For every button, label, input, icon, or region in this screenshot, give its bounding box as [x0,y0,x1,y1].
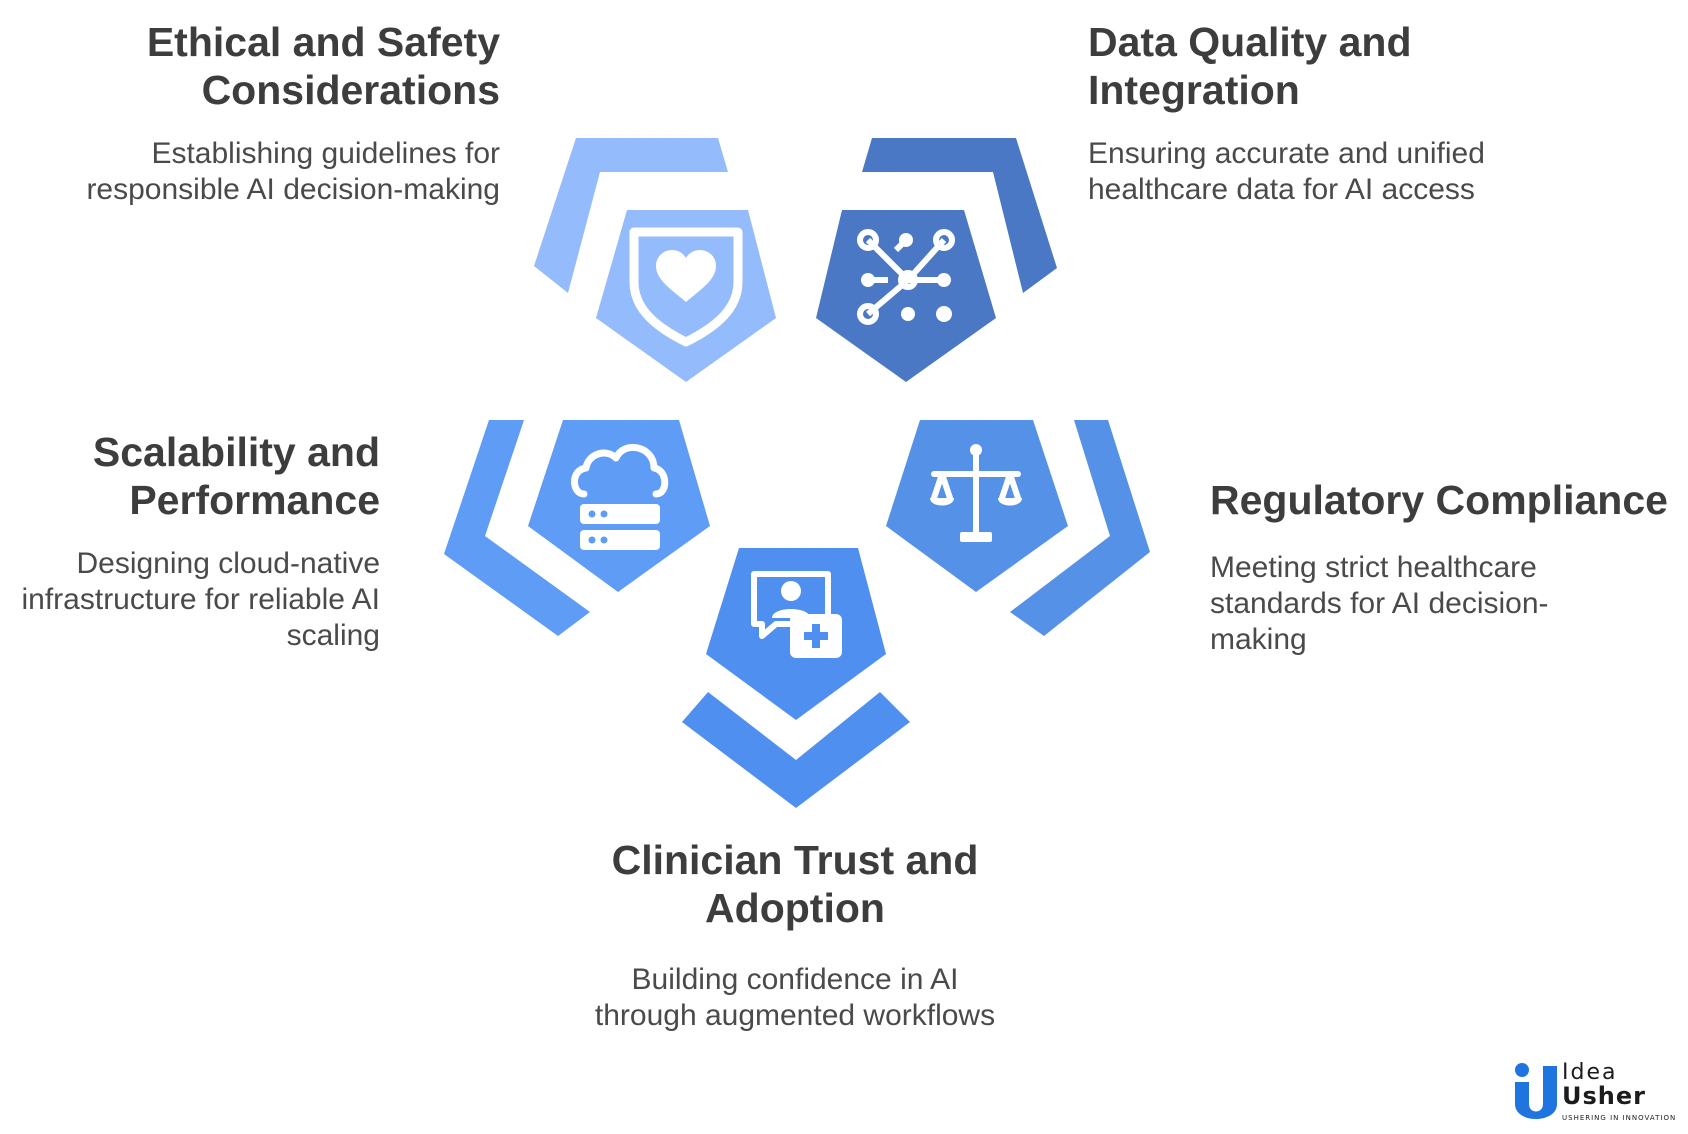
clinician-desc-line1: Building confidence in AI [631,963,959,996]
clinician-desc-line2: through augmented workflows [594,999,996,1032]
clinician-title-line2: Adoption [705,885,885,931]
data-title-line1: Data Quality and [1088,19,1412,65]
regulatory-title: Regulatory Compliance [1210,476,1670,524]
scalability-title-line2: Performance [129,477,380,523]
scalability-description: Designing cloud-native infrastructure fo… [10,546,381,654]
data-pentagon-group [816,138,1057,382]
clinician-description: Building confidence in AI through augmen… [560,962,1030,1034]
logo-line1: Idea [1562,1060,1618,1085]
scalability-pentagon-group [444,420,710,636]
clinician-outer-chevron [682,692,910,808]
clinician-title-line1: Clinician Trust and [611,837,979,883]
data-label: Data Quality and Integration Ensuring ac… [1088,18,1548,208]
clinician-label: Clinician Trust and Adoption Building co… [560,836,1030,1034]
scales-icon [930,444,1022,542]
shield-heart-icon [629,227,743,347]
ethical-label: Ethical and Safety Considerations Establ… [60,18,500,208]
ethical-desc-line2: responsible AI decision-making [86,173,500,206]
regulatory-outer-chevron [1010,420,1150,636]
scalability-desc-line3: scaling [286,619,380,652]
ethical-description: Establishing guidelines for responsible … [60,136,500,208]
cloud-server-icon [571,444,669,550]
network-nodes-icon [857,229,955,325]
scalability-desc-line1: Designing cloud-native [76,547,380,580]
ethical-title: Ethical and Safety Considerations [60,18,500,114]
data-desc-line2: healthcare data for AI access [1088,173,1475,206]
data-title-line2: Integration [1088,67,1300,113]
idea-usher-logo: Idea Usher USHERING IN INNOVATION [1510,1060,1680,1130]
regulatory-pentagon-group [886,420,1150,636]
doctor-chat-icon [751,571,842,658]
scalability-desc-line2: infrastructure for reliable AI [21,583,381,616]
ethical-outer-chevron [534,138,728,293]
clinician-pentagon-group [682,548,910,808]
regulatory-desc-line2: standards for AI decision- [1210,587,1549,620]
ethical-desc-line1: Establishing guidelines for [151,137,500,170]
ethical-title-line2: Considerations [201,67,500,113]
clinician-title: Clinician Trust and Adoption [560,836,1030,932]
data-desc-line1: Ensuring accurate and unified [1088,137,1485,170]
regulatory-desc-line1: Meeting strict healthcare [1210,551,1537,584]
regulatory-label: Regulatory Compliance Meeting strict hea… [1210,476,1670,658]
data-pentagon [816,210,996,382]
scalability-title-line1: Scalability and [92,429,380,475]
regulatory-desc-line3: making [1210,623,1307,656]
ethical-title-line1: Ethical and Safety [146,19,500,65]
logo-u-mark [1515,1063,1557,1119]
data-title: Data Quality and Integration [1088,18,1548,114]
logo-tagline: USHERING IN INNOVATION [1562,1114,1677,1122]
ethical-pentagon-group [534,138,776,382]
data-outer-chevron [862,138,1057,293]
scalability-label: Scalability and Performance Designing cl… [10,428,381,654]
regulatory-description: Meeting strict healthcare standards for … [1210,550,1570,658]
logo-line2: Usher [1562,1082,1646,1110]
scalability-title: Scalability and Performance [10,428,380,524]
regulatory-title-line1: Regulatory Compliance [1210,477,1668,523]
data-description: Ensuring accurate and unified healthcare… [1088,136,1548,208]
scalability-outer-chevron [444,420,590,636]
